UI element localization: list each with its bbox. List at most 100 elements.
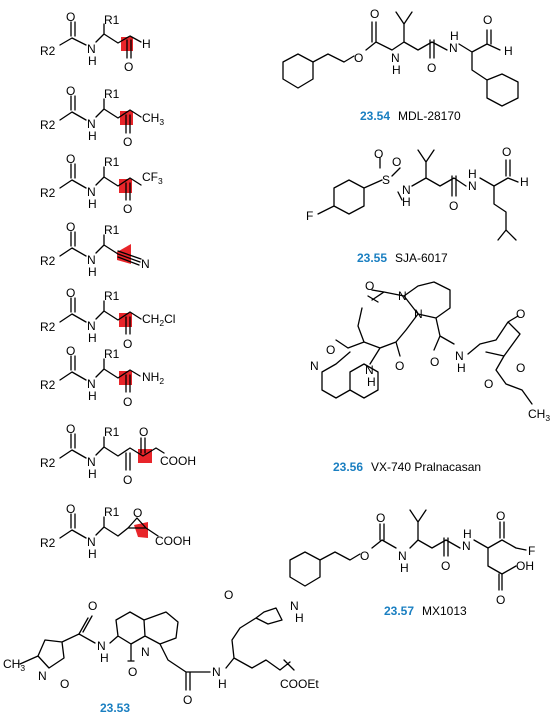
atom-n: N xyxy=(87,117,96,131)
atom-o: O xyxy=(496,593,505,607)
atom-n: N xyxy=(38,669,47,683)
structure-ketoamide: R2 O N H R1 O NH2 xyxy=(40,344,164,409)
atom-s: S xyxy=(382,173,390,187)
atom-n: N xyxy=(414,307,423,321)
atom-h: H xyxy=(218,677,227,691)
atom-oh: OH xyxy=(516,559,534,573)
warhead-highlight xyxy=(117,244,131,264)
atom-n: N xyxy=(455,349,464,363)
atom-r1: R1 xyxy=(104,155,120,169)
atom-n: N xyxy=(398,289,407,303)
atom-n: N xyxy=(398,549,407,563)
atom-o: O xyxy=(516,361,525,375)
atom-h: H xyxy=(88,197,97,211)
atom-o: O xyxy=(430,355,439,369)
structure-epoxysuccinate: R2 O N H R1 O COOH xyxy=(40,502,191,561)
atom-r1: R1 xyxy=(104,347,120,361)
atom-r1: R1 xyxy=(104,289,120,303)
atom-n: N xyxy=(141,645,150,659)
atom-n: N xyxy=(310,359,319,373)
compound-id: 23.57 xyxy=(384,604,414,618)
atom-o: O xyxy=(123,337,132,351)
atom-o: O xyxy=(66,422,75,436)
atom-n: N xyxy=(290,599,299,613)
atom-h: H xyxy=(367,375,376,389)
compound-name: MDL-28170 xyxy=(398,109,461,123)
atom-o-epoxide: O xyxy=(133,506,142,520)
atom-h: H xyxy=(295,611,304,625)
atom-o: O xyxy=(88,599,97,613)
atom-o: O xyxy=(139,425,148,439)
atom-o: O xyxy=(123,135,132,149)
atom-h: H xyxy=(504,44,513,58)
atom-n: N xyxy=(212,665,221,679)
structure-23-57: O O N H O N H O F O OH 23.57 MX1013 xyxy=(289,509,535,618)
atom-n-nitrile: N xyxy=(141,257,150,271)
atom-h: H xyxy=(88,54,97,68)
atom-o: O xyxy=(484,377,493,391)
atom-ch3: CH3 xyxy=(3,657,25,673)
atom-o: O xyxy=(60,677,69,691)
atom-r1: R1 xyxy=(104,223,120,237)
atom-cf3: CF3 xyxy=(142,170,163,186)
atom-o: O xyxy=(326,343,335,357)
atom-r1: R1 xyxy=(104,87,120,101)
atom-o: O xyxy=(365,279,374,293)
atom-o: O xyxy=(224,588,233,602)
compound-id: 23.56 xyxy=(333,460,363,474)
atom-h: H xyxy=(463,527,472,541)
atom-n: N xyxy=(87,455,96,469)
atom-o: O xyxy=(441,559,450,573)
atom-cooet: COOEt xyxy=(280,677,319,691)
atom-h: H xyxy=(392,63,401,77)
structure-aldehyde: R2 O N H R1 O H xyxy=(40,10,151,74)
structure-trifluoromethyl-ketone: R2 O N H R1 O CF3 xyxy=(40,152,163,216)
atom-f: F xyxy=(306,209,313,223)
atom-n: N xyxy=(97,639,106,653)
structure-23-55: F S O O N H O N H O H 23.55 SJA-6017 xyxy=(306,145,529,265)
atom-n: N xyxy=(468,179,477,193)
atom-n: N xyxy=(87,42,96,56)
atom-o: O xyxy=(354,51,363,65)
atom-ch3: CH3 xyxy=(528,407,550,423)
atom-o: O xyxy=(449,199,458,213)
atom-o: O xyxy=(392,155,401,169)
atom-h: H xyxy=(88,265,97,279)
structure-23-56: O N N O N H O N O N H O O O CH3 23.56 VX… xyxy=(310,279,550,474)
atom-o: O xyxy=(66,10,75,24)
atom-n: N xyxy=(87,535,96,549)
atom-h: H xyxy=(88,129,97,143)
atom-o: O xyxy=(66,502,75,516)
atom-cooh: COOH xyxy=(155,534,191,548)
atom-h: H xyxy=(402,195,411,209)
atom-h: H xyxy=(88,547,97,561)
atom-f: F xyxy=(528,544,535,558)
atom-n: N xyxy=(87,185,96,199)
atom-h: H xyxy=(88,389,97,403)
atom-h: H xyxy=(520,175,529,189)
atom-cooh: COOH xyxy=(160,454,196,468)
atom-o: O xyxy=(123,473,132,487)
atom-o: O xyxy=(502,145,511,159)
atom-o: O xyxy=(374,147,383,161)
atom-n: N xyxy=(365,363,374,377)
atom-n: N xyxy=(391,51,400,65)
atom-o: O xyxy=(66,344,75,358)
atom-h: H xyxy=(88,467,97,481)
atom-ch3: CH3 xyxy=(142,111,164,127)
structure-methyl-ketone: R2 O N H R1 O CH3 xyxy=(40,84,164,149)
atom-n: N xyxy=(87,319,96,333)
atom-r1: R1 xyxy=(104,425,120,439)
compound-name: VX-740 Pralnacasan xyxy=(371,460,481,474)
atom-n: N xyxy=(87,253,96,267)
atom-o: O xyxy=(370,7,379,21)
atom-h: H xyxy=(457,361,466,375)
atom-o: O xyxy=(66,220,75,234)
atom-o: O xyxy=(427,61,436,75)
atom-r2: R2 xyxy=(40,118,56,132)
compound-id: 23.55 xyxy=(357,251,387,265)
atom-r2: R2 xyxy=(40,254,56,268)
atom-ch2cl: CH2Cl xyxy=(142,312,175,328)
atom-o: O xyxy=(66,286,75,300)
